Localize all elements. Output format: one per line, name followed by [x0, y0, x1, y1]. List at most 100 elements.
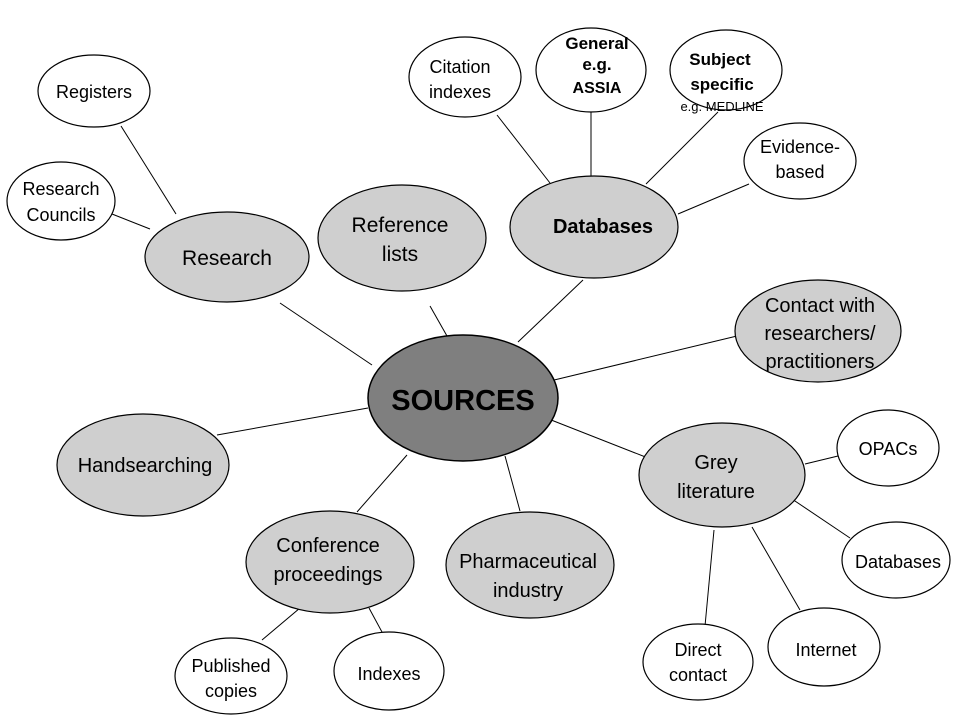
- node-subject-specific-example: e.g. MEDLINE: [680, 99, 763, 114]
- edge-grey-opacs: [804, 455, 839, 465]
- node-reference-lists-line-1: Reference: [352, 214, 449, 237]
- node-research-councils-line-2: Councils: [26, 205, 95, 225]
- node-conference-line-2: proceedings: [274, 564, 383, 586]
- edge-sources-conference: [356, 454, 408, 513]
- node-registers: Registers: [37, 54, 151, 128]
- node-subject-specific: Subject specific e.g. MEDLINE: [669, 29, 783, 114]
- node-handsearching: Handsearching: [56, 413, 230, 517]
- node-conference-line-1: Conference: [276, 535, 379, 557]
- node-sources-shape: [367, 334, 559, 462]
- node-published-copies-line-2: copies: [205, 681, 257, 701]
- node-published-copies-line-1: Published: [191, 656, 270, 676]
- node-contact-line-1: Contact with: [765, 295, 875, 317]
- node-evidence-based-shape: [743, 122, 857, 200]
- node-indexes: Indexes: [333, 631, 445, 711]
- connectors: [111, 111, 851, 641]
- node-internet-label: Internet: [795, 640, 856, 660]
- edge-grey-direct-contact: [704, 529, 715, 627]
- node-research-councils-line-1: Research: [22, 179, 99, 199]
- node-pharmaceutical: Pharmaceutical industry: [445, 511, 615, 619]
- node-indexes-label: Indexes: [357, 664, 420, 684]
- node-contact-shape: [734, 279, 902, 383]
- node-citation-indexes-shape: [408, 36, 522, 118]
- edge-sources-grey-literature: [540, 415, 649, 459]
- node-contact-line-2: researchers/: [764, 323, 876, 345]
- node-citation-indexes-line-2: indexes: [429, 82, 491, 102]
- node-grey-literature-shape: [638, 422, 806, 528]
- node-grey-literature-line-2: literature: [677, 481, 755, 503]
- node-direct-contact-shape: [642, 623, 754, 701]
- node-evidence-based: Evidence- based: [743, 122, 857, 200]
- edge-databases-evidence: [677, 183, 750, 215]
- node-contact: Contact with researchers/ practitioners: [734, 279, 902, 383]
- node-general-database-line-3: ASSIA: [573, 80, 622, 97]
- node-handsearching-shape: [56, 413, 230, 517]
- node-evidence-based-line-1: Evidence-: [760, 137, 840, 157]
- node-databases: Databases: [509, 175, 679, 279]
- node-research-councils-shape: [6, 161, 116, 241]
- node-grey-databases-shape: [841, 521, 951, 599]
- node-general-database-shape: [535, 27, 647, 113]
- node-published-copies: Published copies: [174, 637, 288, 715]
- edge-conference-indexes: [368, 607, 383, 633]
- node-reference-lists-shape: [317, 184, 487, 292]
- node-research-councils: Research Councils: [6, 161, 116, 241]
- edge-sources-contact: [549, 335, 738, 382]
- node-subject-specific-shape: [669, 29, 783, 111]
- node-contact-line-3: practitioners: [766, 351, 875, 373]
- node-pharmaceutical-line-1: Pharmaceutical: [459, 551, 597, 573]
- node-conference-shape: [245, 510, 415, 614]
- node-subject-specific-line-2: specific: [690, 75, 753, 94]
- node-databases-label: Databases: [553, 216, 653, 238]
- node-internet: Internet: [767, 607, 881, 687]
- node-general-database-line-2: e.g.: [582, 55, 611, 74]
- node-general-database-line-1: General: [565, 34, 628, 53]
- node-research-label: Research: [182, 247, 272, 270]
- edge-grey-databases: [791, 498, 851, 539]
- edge-sources-handsearching: [216, 407, 369, 436]
- node-opacs-shape: [836, 409, 940, 487]
- node-reference-lists: Reference lists: [317, 184, 487, 292]
- edge-sources-reference-lists: [429, 305, 448, 337]
- node-grey-databases: Databases: [841, 521, 951, 599]
- node-subject-specific-line-1: Subject: [689, 50, 751, 69]
- node-grey-databases-label: Databases: [855, 552, 941, 572]
- node-databases-shape: [509, 175, 679, 279]
- node-handsearching-label: Handsearching: [78, 455, 213, 477]
- node-research-shape: [144, 211, 310, 303]
- edge-sources-databases: [517, 279, 584, 343]
- node-conference: Conference proceedings: [245, 510, 415, 614]
- node-general-database: General e.g. ASSIA: [535, 27, 647, 113]
- node-grey-literature: Grey literature: [638, 422, 806, 528]
- node-opacs: OPACs: [836, 409, 940, 487]
- node-indexes-shape: [333, 631, 445, 711]
- edge-research-registers: [120, 125, 177, 215]
- node-direct-contact-line-1: Direct: [674, 640, 721, 660]
- node-registers-label: Registers: [56, 82, 132, 102]
- edge-grey-internet: [751, 526, 801, 611]
- edge-sources-research: [279, 302, 373, 366]
- node-citation-indexes: Citation indexes: [408, 36, 522, 118]
- edge-databases-citation: [496, 114, 551, 184]
- node-sources: SOURCES: [367, 334, 559, 462]
- node-internet-shape: [767, 607, 881, 687]
- node-pharmaceutical-line-2: industry: [493, 580, 563, 602]
- node-opacs-label: OPACs: [859, 439, 918, 459]
- edge-research-councils: [111, 213, 151, 230]
- node-research: Research: [144, 211, 310, 303]
- node-direct-contact: Direct contact: [642, 623, 754, 701]
- node-evidence-based-line-2: based: [775, 162, 824, 182]
- node-citation-indexes-line-1: Citation: [429, 57, 490, 77]
- edge-databases-subject: [645, 111, 719, 185]
- node-reference-lists-line-2: lists: [382, 243, 418, 266]
- edge-sources-pharma: [504, 455, 521, 512]
- node-published-copies-shape: [174, 637, 288, 715]
- node-grey-literature-line-1: Grey: [694, 452, 737, 474]
- node-sources-label: SOURCES: [391, 385, 534, 417]
- node-pharmaceutical-shape: [445, 511, 615, 619]
- node-registers-shape: [37, 54, 151, 128]
- edge-conference-published: [261, 607, 301, 641]
- node-direct-contact-line-2: contact: [669, 665, 727, 685]
